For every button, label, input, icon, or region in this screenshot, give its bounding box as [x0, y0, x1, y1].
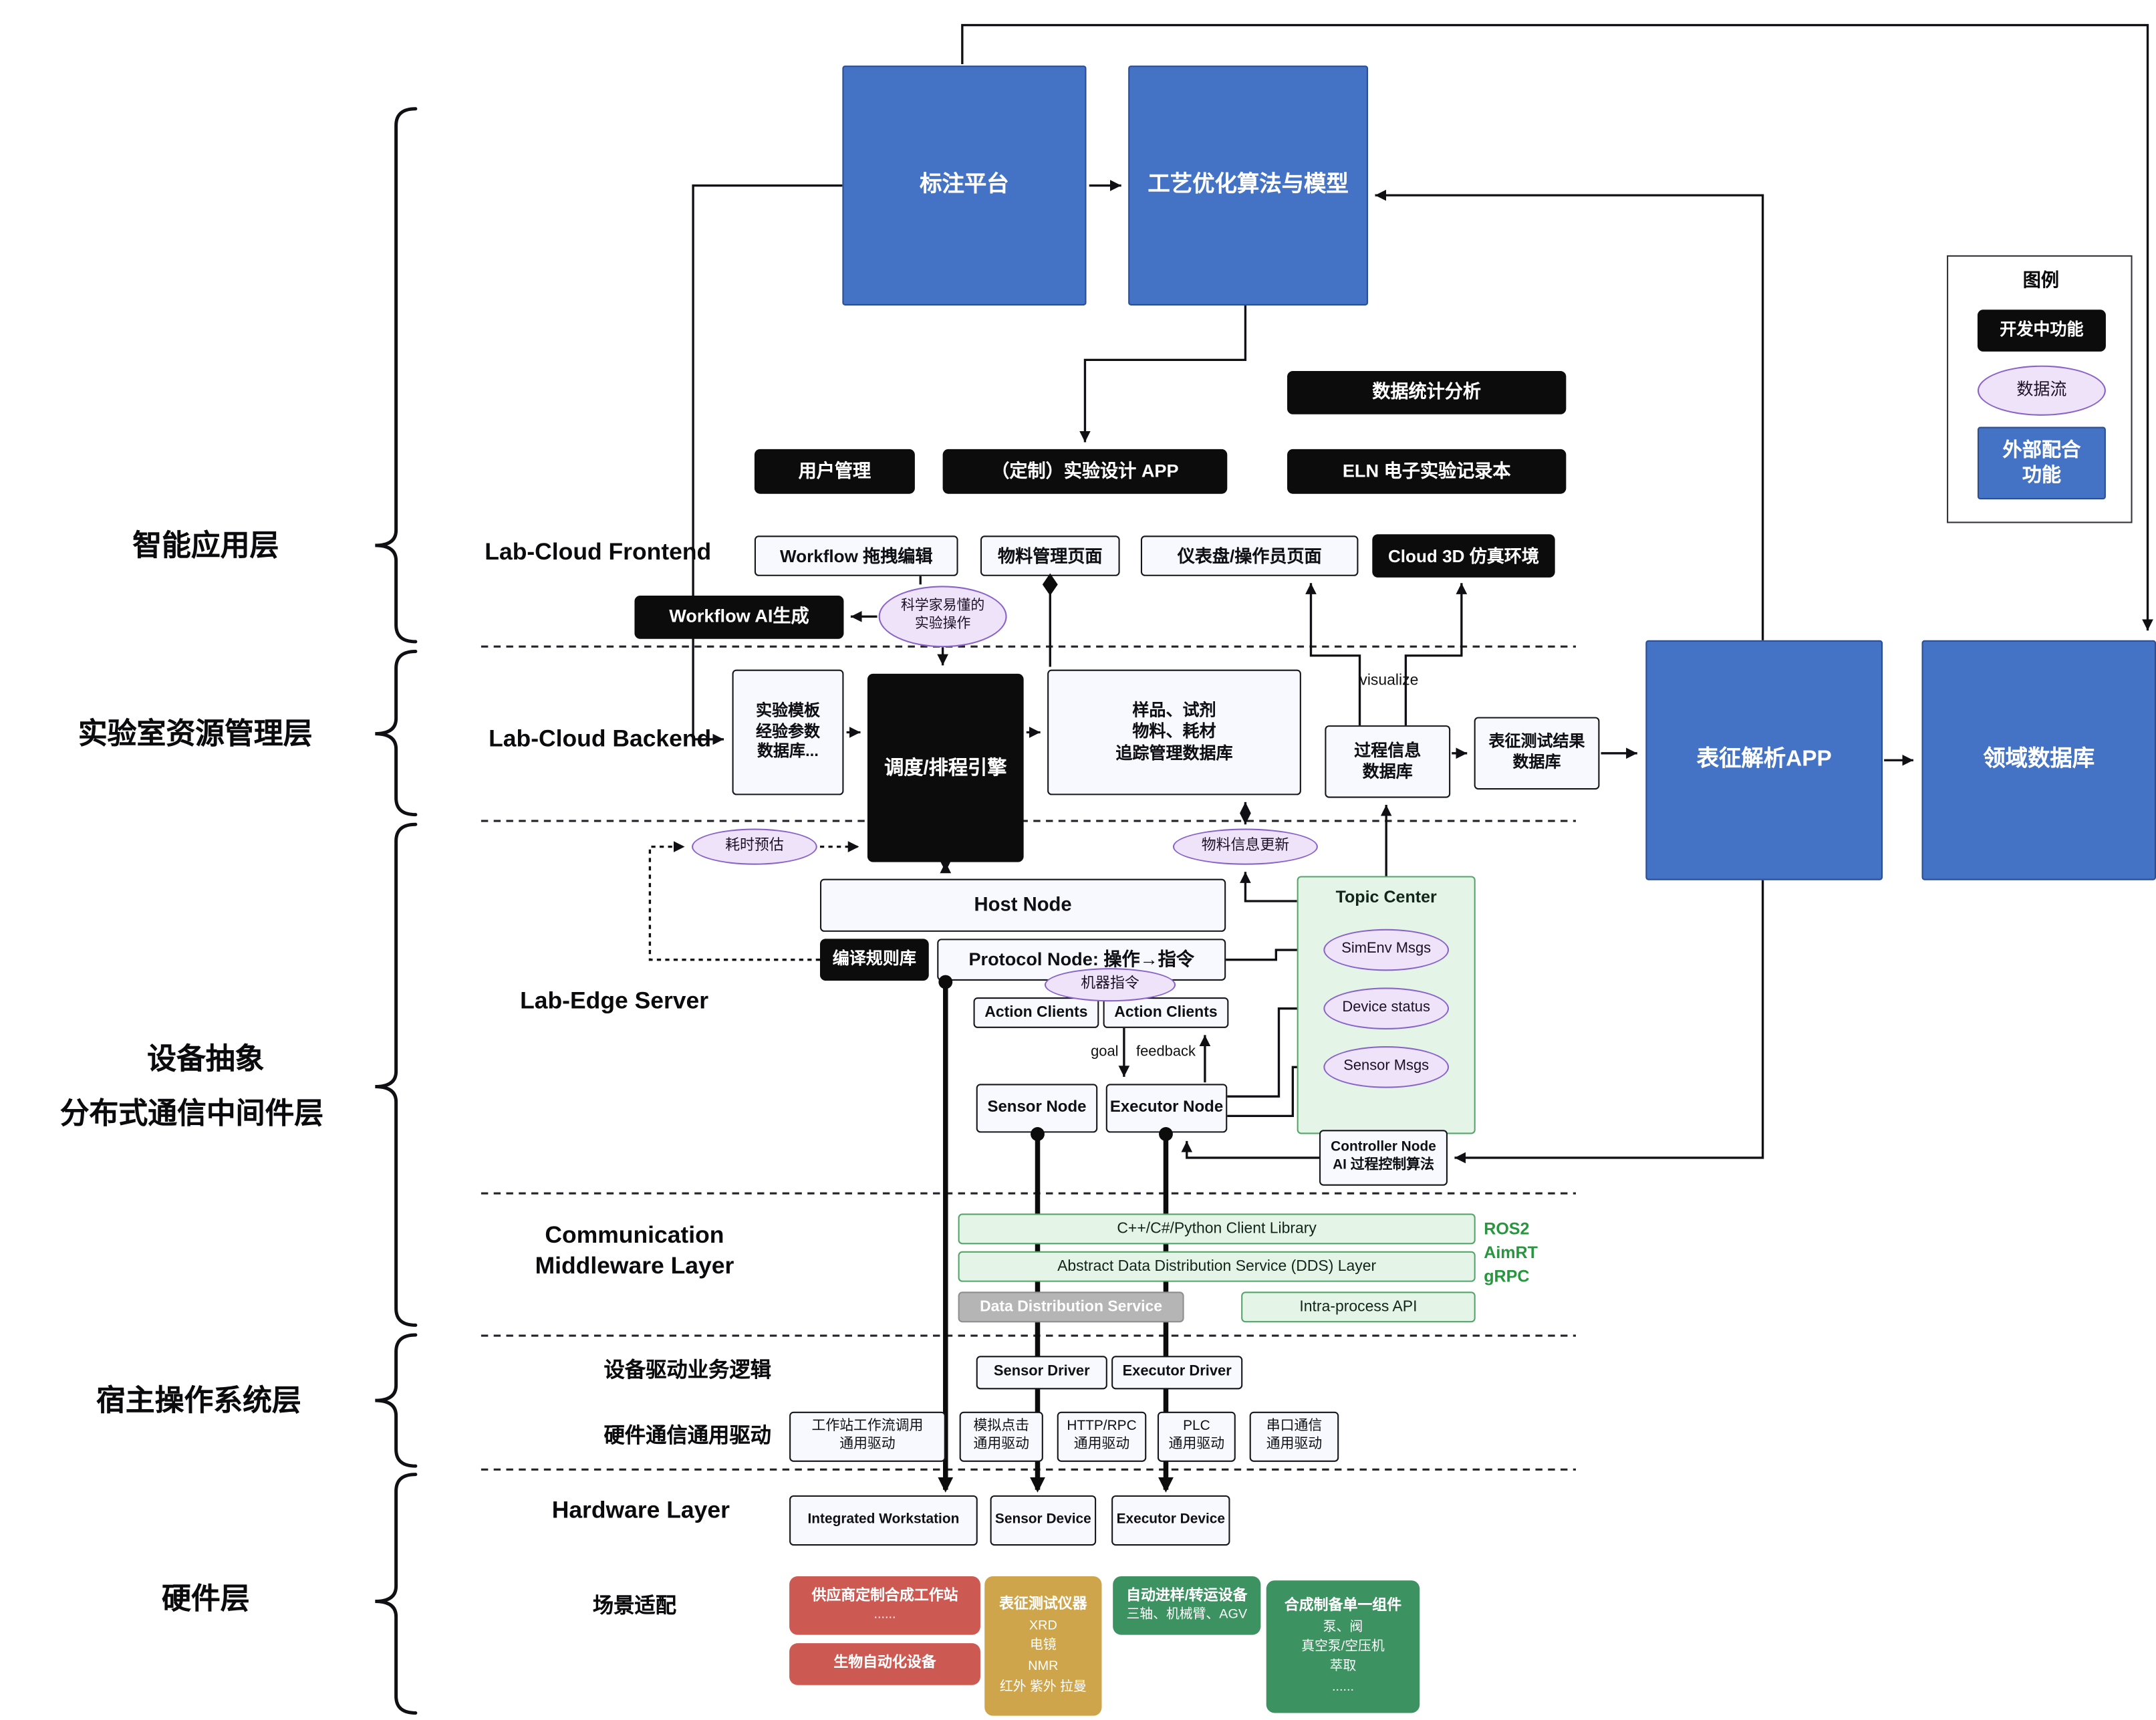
workstation-driver-box: 工作站工作流调用通用驱动 — [789, 1411, 946, 1462]
layer-label-device-2: 分布式通信中间件层 — [59, 1097, 324, 1130]
tech-ros2-label: ROS2 — [1484, 1219, 1530, 1239]
legend-external: 外部配合功能 — [1977, 426, 2106, 500]
material-page-box: 物料管理页面 — [980, 535, 1120, 576]
layer-label-hardware: 硬件层 — [162, 1582, 250, 1615]
user-mgmt-box: 用户管理 — [754, 449, 915, 494]
layer-braces — [375, 107, 418, 1715]
process-db-box: 过程信息数据库 — [1325, 725, 1451, 798]
template-db-box: 实验模板经验参数数据库... — [732, 669, 844, 795]
tech-aimrt-label: AimRT — [1484, 1243, 1538, 1263]
layer-label-resource: 实验室资源管理层 — [78, 717, 313, 750]
frontend-section-label: Lab-Cloud Frontend — [485, 538, 712, 566]
executor-driver-box: Executor Driver — [1111, 1356, 1243, 1390]
device-status-ellipse: Device status — [1323, 987, 1450, 1029]
integrated-workstation-box: Integrated Workstation — [789, 1495, 978, 1546]
workflow-ai-box: Workflow AI生成 — [634, 596, 844, 639]
sample-db-box: 样品、试剂物料、耗材追踪管理数据库 — [1047, 669, 1301, 795]
sensor-node-box: Sensor Node — [976, 1084, 1098, 1133]
scientist-ops-ellipse: 科学家易懂的实验操作 — [878, 586, 1007, 648]
legend-developing: 开发中功能 — [1977, 310, 2106, 352]
machine-cmd-ellipse: 机器指令 — [1044, 968, 1176, 1002]
serial-driver-box: 串口通信通用驱动 — [1249, 1411, 1339, 1462]
annotation-platform-box: 标注平台 — [842, 66, 1087, 305]
scheduler-engine-box: 调度/排程引擎 — [867, 673, 1024, 862]
characterization-app-box: 表征解析APP — [1645, 640, 1883, 880]
goal-label: goal — [1091, 1043, 1119, 1060]
eln-box: ELN 电子实验记录本 — [1287, 449, 1567, 494]
feedback-label: feedback — [1136, 1043, 1196, 1060]
executor-node-box: Executor Node — [1105, 1084, 1228, 1133]
transfer-equipment-box: 自动进样/转运设备 三轴、机械臂、AGV — [1113, 1576, 1261, 1635]
char-result-db-box: 表征测试结果数据库 — [1474, 717, 1600, 790]
dds-service-box: Data Distribution Service — [958, 1292, 1184, 1323]
hw-comm-label: 硬件通信通用驱动 — [603, 1425, 771, 1449]
action-clients-2-box: Action Clients — [1103, 997, 1229, 1028]
scene-adapt-label: 场景适配 — [592, 1594, 677, 1619]
legend-dataflow: 数据流 — [1977, 365, 2106, 416]
intra-process-api-box: Intra-process API — [1241, 1292, 1476, 1323]
sensor-msgs-ellipse: Sensor Msgs — [1323, 1046, 1450, 1088]
edge-section-label: Lab-Edge Server — [520, 987, 709, 1015]
stats-analysis-box: 数据统计分析 — [1287, 371, 1567, 414]
simenv-msgs-ellipse: SimEnv Msgs — [1323, 929, 1450, 971]
client-library-box: C++/C#/Python Client Library — [958, 1213, 1476, 1245]
synthesis-components-box: 合成制备单一组件 泵、阀 真空泵/空压机 萃取 ...... — [1266, 1580, 1420, 1713]
legend-title: 图例 — [2022, 269, 2060, 290]
driver-logic-label: 设备驱动业务逻辑 — [603, 1359, 771, 1383]
dashboard-page-box: 仪表盘/操作员页面 — [1140, 535, 1359, 576]
hardware-section-label: Hardware Layer — [551, 1497, 730, 1523]
domain-db-box: 领域数据库 — [1921, 640, 2156, 880]
process-optimization-box: 工艺优化算法与模型 — [1128, 66, 1369, 305]
tech-grpc-label: gRPC — [1484, 1266, 1530, 1286]
backend-section-label: Lab-Cloud Backend — [489, 725, 712, 752]
click-sim-driver-box: 模拟点击通用驱动 — [959, 1411, 1043, 1462]
diamond-connector — [1042, 573, 1058, 596]
sensor-driver-box: Sensor Driver — [976, 1356, 1107, 1390]
bio-automation-box: 生物自动化设备 — [789, 1643, 980, 1685]
dds-layer-box: Abstract Data Distribution Service (DDS)… — [958, 1251, 1476, 1282]
layer-label-hostos: 宿主操作系统层 — [96, 1384, 301, 1417]
layer-label-device-1: 设备抽象 — [147, 1042, 265, 1075]
sensor-device-box: Sensor Device — [990, 1495, 1097, 1546]
layer-label-app: 智能应用层 — [132, 529, 279, 562]
workflow-edit-box: Workflow 拖拽编辑 — [754, 535, 958, 576]
action-clients-1-box: Action Clients — [973, 997, 1099, 1028]
legend: 图例 开发中功能 数据流 外部配合功能 — [1947, 255, 2133, 523]
executor-device-box: Executor Device — [1111, 1495, 1230, 1546]
material-update-ellipse: 物料信息更新 — [1172, 828, 1318, 865]
cloud3d-box: Cloud 3D 仿真环境 — [1372, 534, 1555, 578]
host-node-box: Host Node — [819, 878, 1226, 932]
vendor-workstation-box: 供应商定制合成工作站...... — [789, 1576, 980, 1635]
exp-design-app-box: （定制）实验设计 APP — [942, 449, 1228, 494]
visualize-label: visualize — [1359, 672, 1419, 689]
time-estimate-ellipse: 耗时预估 — [692, 828, 817, 865]
characterization-instruments-box: 表征测试仪器 XRD 电镜 NMR 红外 紫外 拉曼 — [984, 1576, 1102, 1716]
compile-rules-box: 编译规则库 — [819, 939, 929, 981]
